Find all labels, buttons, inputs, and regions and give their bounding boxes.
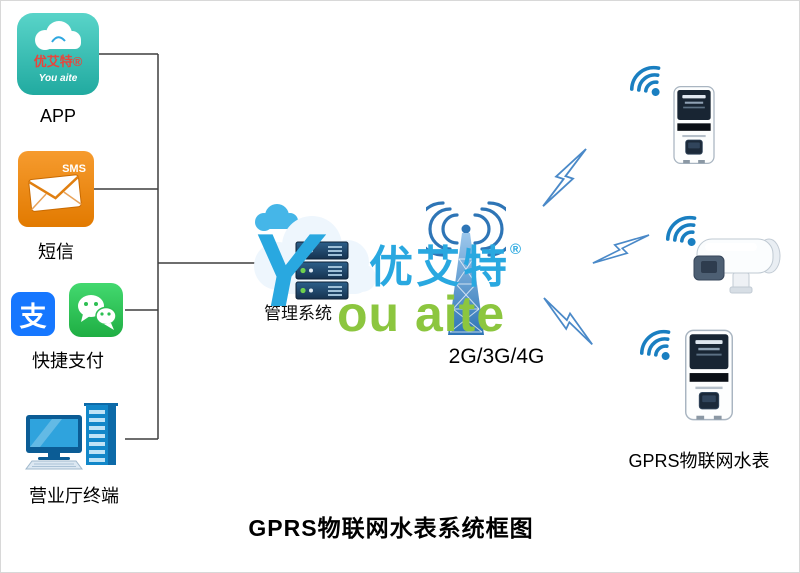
svg-text:SMS: SMS bbox=[62, 163, 86, 175]
app-cloud-logo-icon: 优艾特® You aite bbox=[17, 13, 99, 95]
sms-node: SMS 短信 bbox=[14, 151, 98, 264]
terminal-icon bbox=[25, 403, 118, 470]
terminal-node: 营业厅终端 bbox=[19, 403, 129, 508]
management-label: 管理系统 bbox=[264, 304, 332, 323]
terminal-label: 营业厅终端 bbox=[29, 486, 119, 506]
svg-text:优艾特®: 优艾特® bbox=[34, 54, 83, 69]
cloud-server-icon bbox=[244, 204, 384, 321]
water-meter-icon bbox=[665, 85, 723, 170]
alipay-char: 支 bbox=[19, 301, 47, 332]
lightning-icon bbox=[592, 234, 650, 264]
diagram-title: GPRS物联网水表系统框图 bbox=[248, 515, 534, 541]
water-meter-icon bbox=[693, 229, 785, 306]
signal-tower-icon bbox=[415, 199, 517, 344]
meters-label: GPRS物联网水表 bbox=[628, 451, 770, 471]
alipay-icon: 支 bbox=[11, 292, 55, 336]
sms-label: 短信 bbox=[38, 242, 74, 262]
pay-label: 快捷支付 bbox=[32, 351, 104, 371]
app-node: 优艾特® You aite APP bbox=[13, 13, 103, 127]
pay-node: 支 bbox=[5, 283, 131, 373]
app-label: APP bbox=[39, 106, 77, 126]
water-meter-icon bbox=[677, 327, 741, 428]
lightning-icon bbox=[542, 148, 587, 207]
wifi-icon bbox=[652, 200, 714, 262]
lightning-icon bbox=[543, 297, 593, 346]
wifi-icon bbox=[616, 50, 678, 112]
wifi-icon bbox=[626, 314, 688, 376]
wechat-icon bbox=[69, 283, 123, 342]
sms-envelope-icon: SMS bbox=[18, 151, 94, 227]
network-label: 2G/3G/4G bbox=[448, 345, 545, 368]
svg-text:You aite: You aite bbox=[39, 73, 78, 84]
